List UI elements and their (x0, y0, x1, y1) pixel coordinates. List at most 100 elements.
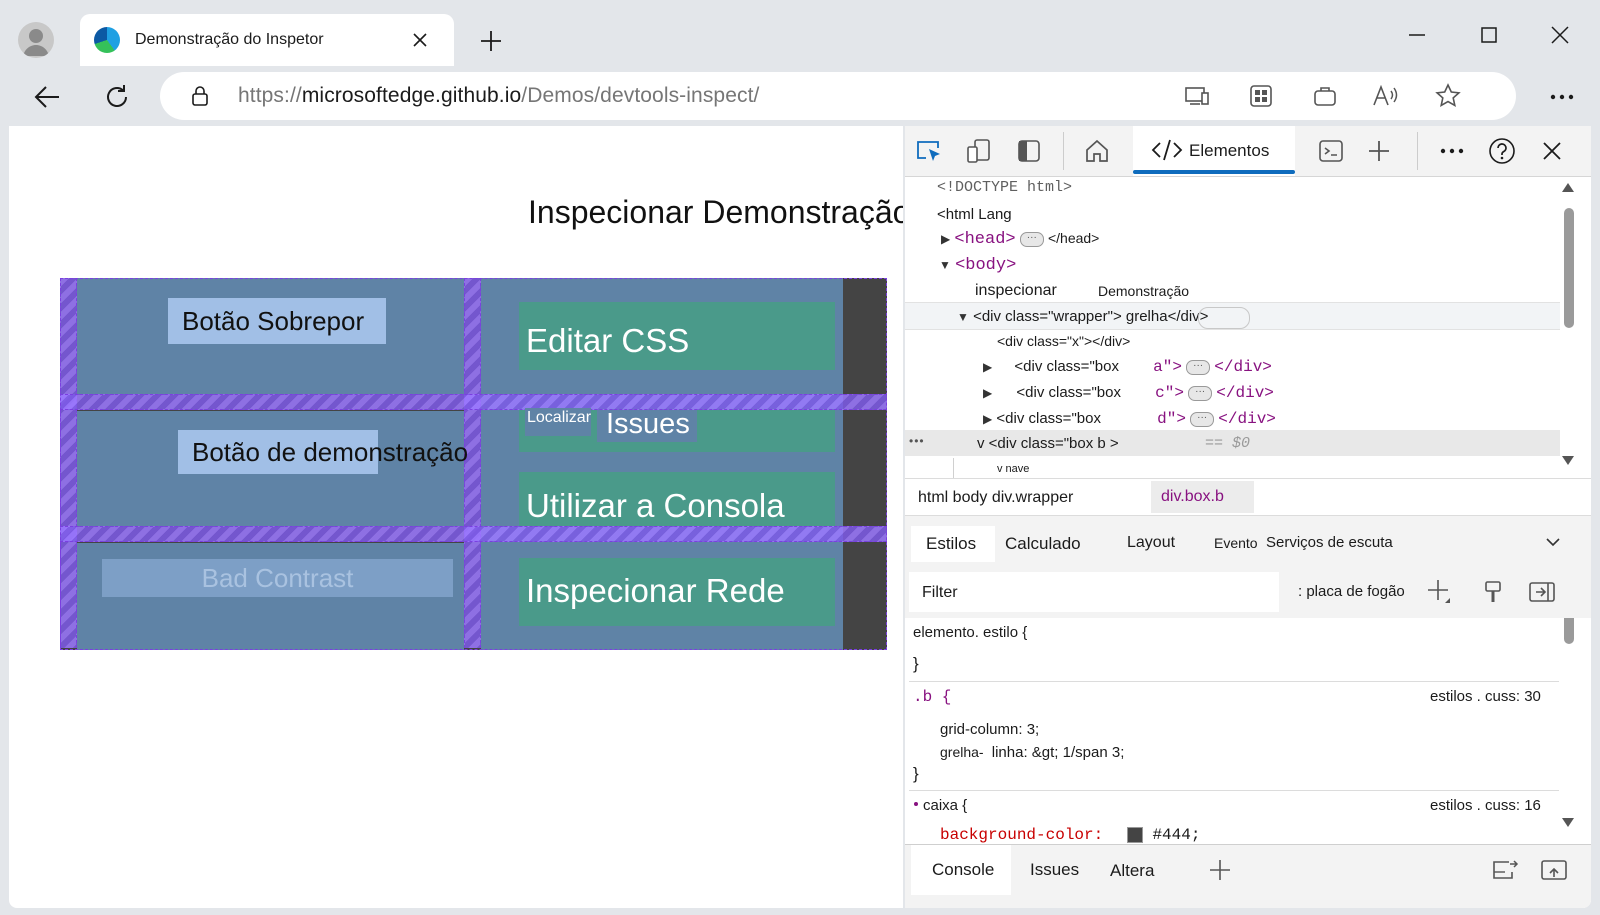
paint-brush-icon[interactable] (1479, 578, 1507, 606)
new-tab-icon[interactable] (476, 26, 506, 56)
refresh-icon[interactable] (100, 80, 134, 114)
network-link[interactable] (519, 558, 835, 626)
wrapper-node[interactable]: ▼ <div class="wrapper"> grelha</div> (957, 308, 1208, 325)
box-d-node[interactable]: ▶ <div class="box d"> ··· </div> (983, 410, 1276, 428)
browser-tab[interactable]: Demonstração do Inspetor (80, 14, 454, 66)
expand-box-d-icon[interactable]: ▶ (983, 412, 993, 426)
breadcrumb-current-box[interactable] (1151, 481, 1254, 513)
b-prop-grid-column[interactable]: grid-column: 3; (940, 721, 1040, 738)
box-a-node[interactable]: ▶ <div class="box a"> ··· </div> (983, 358, 1272, 376)
dom-scrollbar-thumb[interactable] (1564, 208, 1574, 328)
address-bar[interactable]: https://microsoftedge.github.io/Demos/de… (160, 72, 1516, 120)
minimize-icon[interactable] (1402, 20, 1432, 50)
back-icon[interactable] (30, 80, 64, 114)
nav-node[interactable]: v nave (997, 463, 1030, 475)
overlay-button[interactable]: Botão Sobrepor (168, 298, 386, 344)
b-rule-selector[interactable]: .b { (913, 688, 952, 706)
styles-pane: elemento. estilo { } .b { estilos . cuss… (905, 618, 1591, 844)
new-rule-plus-icon[interactable] (1425, 578, 1453, 606)
box-c-node[interactable]: ▶ <div class="box c"> ··· </div> (983, 384, 1274, 402)
text-node-demo[interactable]: Demonstração (1098, 283, 1190, 299)
subtab-event[interactable]: Evento (1214, 535, 1258, 551)
dom-scroll-down-icon[interactable] (1562, 456, 1574, 465)
help-icon[interactable] (1485, 135, 1519, 167)
b-prop-grid-row[interactable]: grelha- linha: &gt; 1/span 3; (940, 744, 1124, 761)
dom-scroll-up-icon[interactable] (1562, 183, 1574, 192)
subtab-listeners[interactable]: Serviços de escuta (1266, 534, 1393, 551)
app-available-icon[interactable] (1182, 82, 1212, 110)
box-b-node[interactable]: v <div class="box b > (977, 435, 1119, 452)
text-node-inspect[interactable]: inspecionar (975, 282, 1057, 299)
breadcrumb-path[interactable]: html body div.wrapper (918, 489, 1074, 506)
find-label: Localizar (527, 409, 592, 426)
subtab-styles[interactable] (911, 526, 995, 562)
expand-head-icon[interactable]: ▶ (941, 232, 951, 246)
tab-elements[interactable]: Elementos (1133, 126, 1295, 176)
drawer-tab-console[interactable] (911, 845, 1011, 895)
welcome-home-icon[interactable] (1080, 135, 1114, 167)
color-swatch[interactable] (1126, 826, 1143, 843)
device-emulation-icon[interactable] (963, 136, 995, 166)
subtabs-chevron-down-icon[interactable] (1541, 530, 1565, 554)
devtools-menu-icon[interactable] (1435, 136, 1469, 166)
bad-contrast-button[interactable]: Bad Contrast (102, 559, 453, 597)
toggle-sidebar-icon[interactable] (1525, 578, 1559, 606)
box-prop-background[interactable]: background-color: #444; (940, 826, 1200, 844)
breadcrumb-current[interactable]: div.box.b (1161, 488, 1224, 505)
more-tools-plus-icon[interactable] (1363, 136, 1395, 166)
console-link[interactable] (519, 472, 835, 526)
drawer-tab-issues[interactable]: Issues (1030, 860, 1080, 879)
lock-icon[interactable] (188, 84, 212, 108)
inspect-element-icon[interactable] (913, 136, 945, 166)
b-rule-source[interactable]: estilos . cuss: 30 (1430, 688, 1541, 705)
wrapper-row-highlight (905, 302, 1560, 330)
extensions-icon[interactable] (1310, 82, 1340, 110)
grid-row-gap-1 (60, 394, 887, 410)
close-window-icon[interactable] (1545, 20, 1575, 50)
html-node[interactable]: <html Lang (937, 206, 1012, 223)
box-a-prefix: <div class="box (1014, 358, 1119, 375)
read-aloud-icon[interactable] (1370, 82, 1402, 110)
dock-side-icon[interactable] (1013, 136, 1045, 166)
head-ellipsis[interactable]: ··· (1019, 231, 1044, 247)
styles-scroll-down-icon[interactable] (1562, 818, 1574, 827)
console-tool-icon[interactable] (1315, 136, 1347, 166)
collapse-drawer-icon[interactable] (1537, 855, 1571, 885)
demo-button[interactable]: Botão de demonstração (178, 430, 468, 474)
box-rule-source[interactable]: estilos . cuss: 16 (1430, 797, 1541, 814)
more-menu-icon[interactable] (1545, 82, 1579, 112)
web-page: Inspecionar Demonstração Botão Sobrepor … (9, 126, 903, 908)
url-text[interactable]: https://microsoftedge.github.io/Demos/de… (238, 84, 759, 108)
div-x-node[interactable]: <div class="x"></div> (997, 333, 1131, 349)
grid-badge[interactable] (1198, 307, 1250, 329)
box-a-ellipsis[interactable]: ··· (1186, 359, 1211, 375)
hov-toggle[interactable]: : placa de fogão (1298, 583, 1405, 600)
profile-avatar[interactable] (18, 22, 54, 58)
subtab-computed[interactable]: Calculado (1005, 534, 1081, 553)
close-tab-icon[interactable] (408, 28, 432, 52)
apps-icon[interactable] (1246, 82, 1276, 110)
quick-view-dock-icon[interactable] (1488, 855, 1522, 885)
collapse-body-icon[interactable]: ▼ (939, 258, 951, 272)
collapse-wrapper-icon[interactable]: ▼ (957, 310, 969, 324)
subtab-layout[interactable]: Layout (1127, 534, 1176, 551)
close-devtools-icon[interactable] (1535, 135, 1569, 167)
box-rule-selector[interactable]: caixa { (923, 797, 968, 814)
box-c-ellipsis[interactable]: ··· (1188, 385, 1213, 401)
body-node[interactable]: ▼ <body> (939, 256, 1016, 275)
expand-box-a-icon[interactable]: ▶ (983, 360, 993, 374)
favorite-star-icon[interactable] (1433, 81, 1463, 111)
selected-node-dots[interactable]: ••• (909, 434, 925, 448)
head-node[interactable]: ▶ <head> ··· </head> (941, 230, 1099, 249)
doctype-node[interactable]: <!DOCTYPE html> (937, 179, 1073, 196)
edit-css-link[interactable] (519, 302, 835, 370)
element-style-selector[interactable]: elemento. estilo { (913, 624, 1028, 641)
drawer-add-tab-icon[interactable] (1205, 855, 1235, 885)
styles-scrollbar-thumb[interactable] (1564, 618, 1574, 644)
expand-box-c-icon[interactable]: ▶ (983, 386, 993, 400)
maximize-icon[interactable] (1474, 20, 1504, 50)
drawer-tab-changes[interactable]: Altera (1110, 861, 1155, 880)
box-d-ellipsis[interactable]: ··· (1190, 411, 1215, 427)
filter-input[interactable]: Filter (909, 572, 1279, 612)
